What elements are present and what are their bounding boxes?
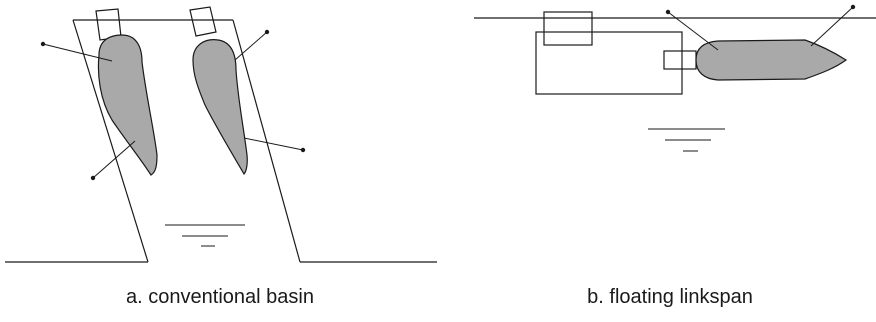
vessel-linkspan [695,39,848,81]
basin-wall-right [232,19,301,263]
leader-line-3 [234,31,268,61]
leader-line-6 [810,6,854,47]
vessel-left [97,34,158,176]
leader-dot-1 [40,41,46,47]
leader-dot-3 [264,29,270,35]
leader-dot-4 [300,147,306,153]
pontoon [535,31,683,95]
basin-wall-left [72,19,149,263]
ramp-box-right [189,6,217,37]
leader-line-4 [243,137,304,151]
leader-line-1 [42,43,113,62]
water-level-symbol-b [648,128,725,152]
leader-line-2 [92,140,136,179]
leader-line-5 [667,11,719,51]
caption-floating-linkspan: b. floating linkspan [587,286,753,308]
panel-floating-linkspan [474,4,876,152]
vessel-right [192,39,248,175]
pontoon-box [543,11,593,46]
leader-dot-5 [665,9,671,15]
water-level-symbol-a [165,224,245,247]
caption-conventional-basin: a. conventional basin [126,286,314,308]
panel-conventional-basin [5,6,437,263]
leader-dot-6 [850,4,856,10]
leader-dot-2 [90,175,96,181]
linkspan-connector [663,50,697,70]
